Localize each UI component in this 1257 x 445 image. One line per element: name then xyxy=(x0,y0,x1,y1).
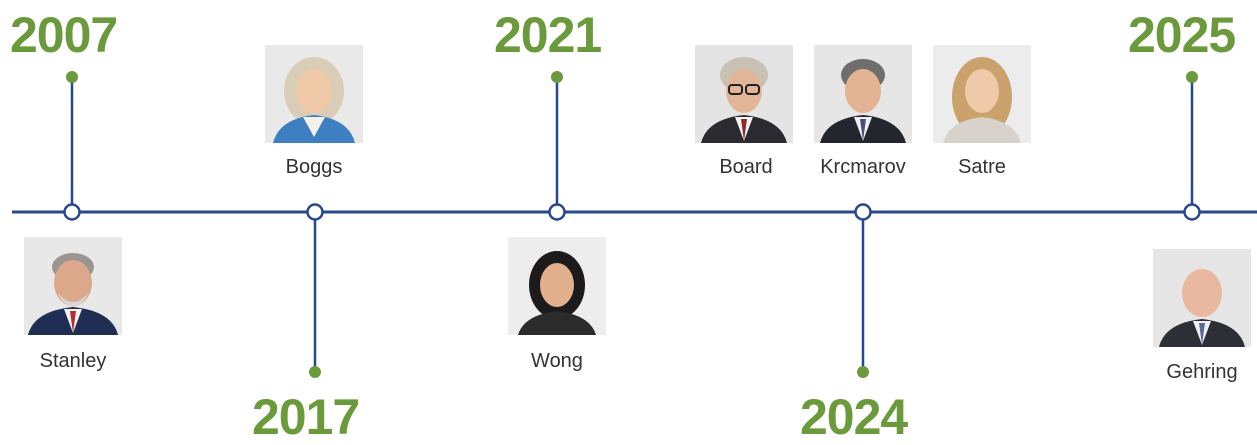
portrait-krcmarov xyxy=(814,45,912,143)
endpoint-dot-2017 xyxy=(309,366,321,378)
year-label-2024: 2024 xyxy=(800,389,908,445)
name-label-gehring: Gehring xyxy=(1166,361,1238,383)
year-label-2025: 2025 xyxy=(1128,7,1236,63)
endpoint-dot-2007 xyxy=(66,71,78,83)
timeline-node-2021 xyxy=(548,203,566,221)
portrait-satre xyxy=(933,45,1031,143)
name-label-satre: Satre xyxy=(958,156,1006,178)
endpoint-dot-2024 xyxy=(857,366,869,378)
timeline-node-2007 xyxy=(63,203,81,221)
name-label-board: Board xyxy=(719,156,773,178)
name-label-wong: Wong xyxy=(531,350,583,372)
year-label-2021: 2021 xyxy=(494,7,602,63)
name-label-stanley: Stanley xyxy=(39,350,107,372)
name-label-boggs: Boggs xyxy=(285,156,343,178)
timeline-node-2017 xyxy=(306,203,324,221)
portrait-board xyxy=(695,45,793,143)
portrait-boggs xyxy=(265,45,363,143)
endpoint-dot-2025 xyxy=(1186,71,1198,83)
year-label-2007: 2007 xyxy=(10,7,118,63)
portrait-gehring xyxy=(1153,249,1251,347)
name-label-krcmarov: Krcmarov xyxy=(820,156,906,178)
portrait-stanley xyxy=(24,237,122,335)
timeline-node-2024 xyxy=(854,203,872,221)
endpoint-dot-2021 xyxy=(551,71,563,83)
year-label-2017: 2017 xyxy=(252,389,360,445)
timeline-node-2025 xyxy=(1183,203,1201,221)
portrait-wong xyxy=(508,237,606,335)
